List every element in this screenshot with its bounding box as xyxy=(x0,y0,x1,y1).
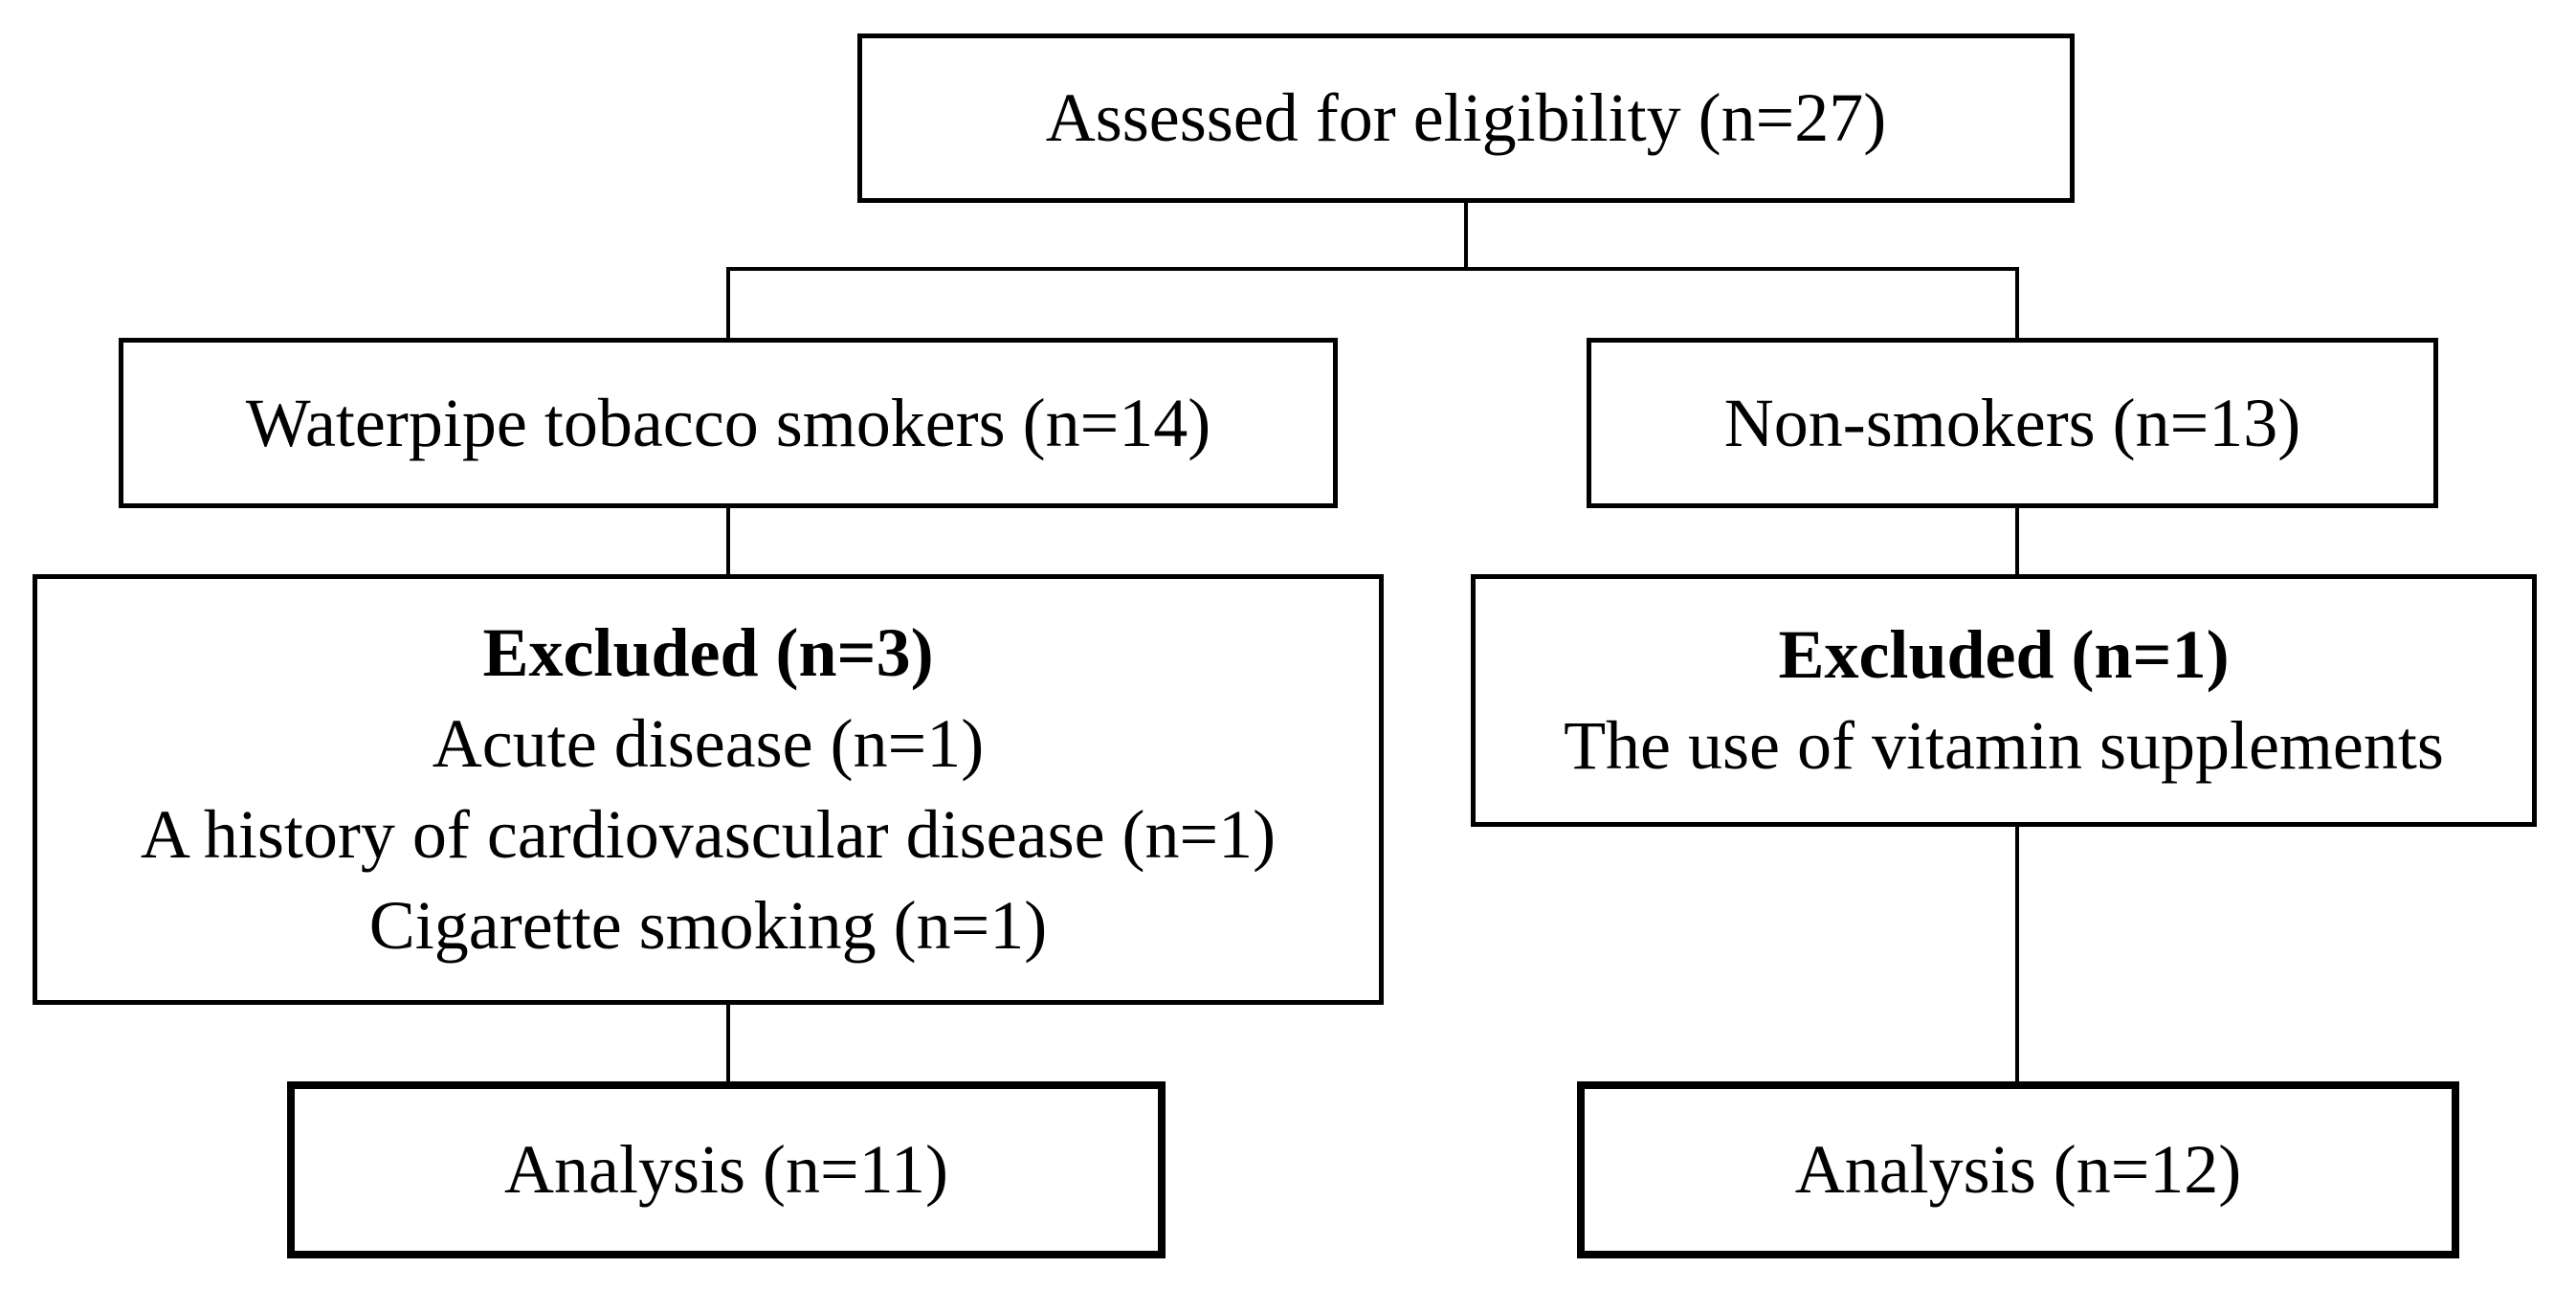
analysis-smokers-box: Analysis (n=11) xyxy=(287,1081,1166,1258)
connector-waterpipe-to-excluded xyxy=(726,508,730,574)
excluded-nonsmokers-reason: The use of vitamin supplements xyxy=(1564,707,2444,784)
excluded-smokers-reason: Cigarette smoking (n=1) xyxy=(368,887,1048,964)
analysis-nonsmokers-label: Analysis (n=12) xyxy=(1794,1131,2242,1208)
waterpipe-smokers-label: Waterpipe tobacco smokers (n=14) xyxy=(245,384,1211,461)
excluded-smokers-reason: Acute disease (n=1) xyxy=(432,705,985,782)
excluded-nonsmokers-box: Excluded (n=1) The use of vitamin supple… xyxy=(1471,574,2537,827)
connector-nonsmokers-to-excluded xyxy=(2015,508,2019,574)
connector-branch-horizontal xyxy=(726,267,2019,271)
connector-assessed-to-branch xyxy=(1464,203,1468,269)
non-smokers-box: Non-smokers (n=13) xyxy=(1587,338,2438,508)
non-smokers-label: Non-smokers (n=13) xyxy=(1723,384,2301,461)
analysis-nonsmokers-box: Analysis (n=12) xyxy=(1577,1081,2459,1258)
excluded-smokers-title: Excluded (n=3) xyxy=(482,614,934,691)
assessed-eligibility-label: Assessed for eligibility (n=27) xyxy=(1045,79,1887,156)
assessed-eligibility-box: Assessed for eligibility (n=27) xyxy=(857,33,2075,203)
connector-branch-to-nonsmokers xyxy=(2015,269,2019,338)
waterpipe-smokers-box: Waterpipe tobacco smokers (n=14) xyxy=(119,338,1338,508)
excluded-smokers-box: Excluded (n=3) Acute disease (n=1) A his… xyxy=(33,574,1384,1005)
connector-branch-to-waterpipe xyxy=(726,269,730,338)
excluded-smokers-reason: A history of cardiovascular disease (n=1… xyxy=(140,796,1277,873)
connector-excluded-to-analysis-left xyxy=(726,1005,730,1081)
excluded-nonsmokers-title: Excluded (n=1) xyxy=(1778,616,2230,693)
analysis-smokers-label: Analysis (n=11) xyxy=(504,1131,948,1208)
connector-excluded-to-analysis-right xyxy=(2015,827,2019,1081)
